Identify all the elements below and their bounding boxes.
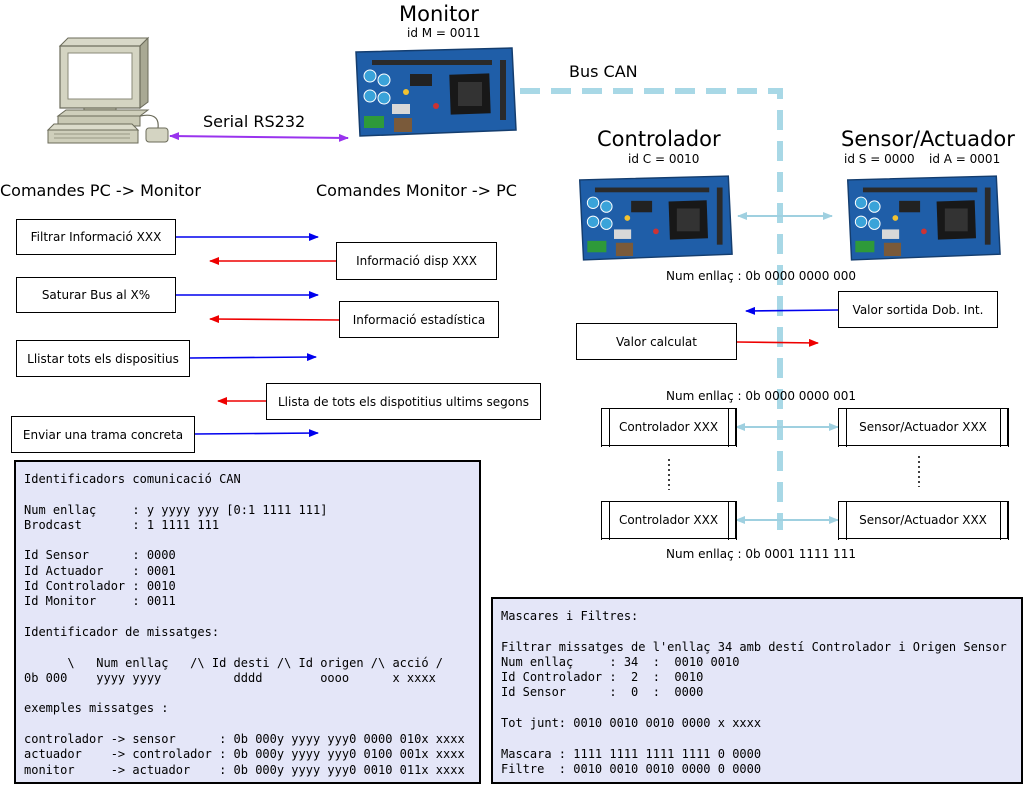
- serial-label: Serial RS232: [203, 112, 306, 131]
- can-panel-line: exemples missatges :: [24, 701, 169, 716]
- monitor-id: id M = 0011: [407, 26, 481, 40]
- cmd-llistar: Llistar tots els dispositius: [16, 340, 190, 377]
- bus-can-label: Bus CAN: [569, 62, 638, 81]
- controlador-board-image: [578, 175, 733, 261]
- node-controlador-1: Controlador XXX: [600, 407, 737, 447]
- can-identifiers-panel: Identificadors comunicació CAN Num enllaç…: [14, 460, 481, 784]
- can-panel-line: [24, 717, 471, 732]
- resp-informacio: Informació disp XXX: [336, 242, 497, 280]
- monitor-board-image: [355, 47, 517, 137]
- can-panel-line: monitor -> actuador : 0b 000y yyyy yyy0 …: [24, 762, 465, 777]
- sensor-board-image: [846, 175, 1001, 261]
- can-panel-line: Brodcast : 1 1111 111: [24, 517, 220, 532]
- controlador-title: Controlador: [597, 127, 721, 151]
- can-panel-line: \ Num enllaç /\ Id desti /\ Id origen /\…: [24, 655, 444, 670]
- can-panel-line: Identificador de missatges:: [24, 624, 220, 639]
- resp-llista: Llista de tots els dispotitius ultims se…: [266, 383, 541, 420]
- can-panel-line: Id Monitor : 0011: [24, 594, 176, 609]
- header-monitor-to-pc: Comandes Monitor -> PC: [316, 181, 517, 200]
- masks-panel-line: [501, 624, 1013, 639]
- cmd-filtrar: Filtrar Informació XXX: [16, 219, 176, 255]
- masks-panel-line: Num enllaç : 34 : 0010 0010: [501, 654, 740, 669]
- can-panel-line: Num enllaç : y yyyy yyy [0:1 1111 111]: [24, 502, 328, 517]
- can-panel-line: [24, 686, 471, 701]
- valor-calculat-box: Valor calculat: [576, 323, 737, 360]
- actuador-id: id A = 0001: [929, 152, 1001, 166]
- node-controlador-2: Controlador XXX: [600, 500, 737, 540]
- can-panel-line: Id Controlador : 0010: [24, 579, 176, 594]
- can-panel-line: Identificadors comunicació CAN: [24, 472, 241, 486]
- cmd-arrow-3: [189, 353, 317, 362]
- computer-icon: [46, 36, 169, 144]
- masks-filters-panel: Mascares i Filtres: Filtrar missatges de …: [491, 597, 1023, 784]
- masks-panel-line: [501, 731, 1013, 746]
- cmd-saturar: Saturar Bus al X%: [16, 277, 176, 313]
- can-panel-line: Id Sensor : 0000: [24, 548, 176, 563]
- node-sensor-1: Sensor/Actuador XXX: [837, 407, 1009, 447]
- masks-panel-line: [501, 701, 1013, 716]
- valor-sortida-arrow: [745, 306, 839, 315]
- node-sensor-2: Sensor/Actuador XXX: [837, 500, 1009, 540]
- can-panel-line: [24, 533, 471, 548]
- cmd-arrow-4: [193, 429, 319, 438]
- masks-panel-line: Filtre : 0010 0010 0010 0000 0 0000: [501, 761, 762, 776]
- serial-arrow: [169, 132, 349, 142]
- link-0-label: Num enllaç : 0b 0000 0000 000: [666, 269, 857, 283]
- can-bus-line: [520, 88, 783, 530]
- sensor-id: id S = 0000: [844, 152, 915, 166]
- can-panel-line: actuador -> controlador : 0b 000y yyyy y…: [24, 747, 465, 762]
- link-last-label: Num enllaç : 0b 0001 1111 111: [666, 547, 857, 561]
- masks-panel-line: Mascares i Filtres:: [501, 609, 639, 623]
- link-1-label: Num enllaç : 0b 0000 0000 001: [666, 389, 857, 403]
- resp-arrow-2: [209, 315, 340, 324]
- header-pc-to-monitor: Comandes PC -> Monitor: [0, 181, 201, 200]
- valor-calculat-arrow: [736, 338, 819, 347]
- can-panel-line: controlador -> sensor : 0b 000y yyyy yyy…: [24, 732, 465, 747]
- masks-panel-line: Filtrar missatges de l'enllaç 34 amb des…: [501, 639, 1007, 654]
- can-panel-line: [24, 640, 471, 655]
- masks-panel-line: Tot junt: 0010 0010 0010 0000 x xxxx: [501, 716, 762, 731]
- cmd-enviar: Enviar una trama concreta: [11, 416, 195, 453]
- can-panel-line: Id Actuador : 0001: [24, 563, 176, 578]
- masks-panel-line: Id Sensor : 0 : 0000: [501, 685, 704, 700]
- masks-panel-line: Mascara : 1111 1111 1111 1111 0 0000: [501, 746, 762, 761]
- can-panel-line: [24, 610, 471, 625]
- monitor-title: Monitor: [399, 2, 479, 26]
- valor-sortida-box: Valor sortida Dob. Int.: [838, 291, 998, 328]
- can-panel-line: 0b 000 yyyy yyyy dddd oooo x xxxx: [24, 670, 436, 685]
- resp-estadistica: Informació estadística: [339, 301, 499, 338]
- sensor-title: Sensor/Actuador: [841, 127, 1015, 151]
- controlador-id: id C = 0010: [628, 152, 700, 166]
- masks-panel-line: Id Controlador : 2 : 0010: [501, 670, 704, 685]
- can-panel-line: [24, 487, 471, 502]
